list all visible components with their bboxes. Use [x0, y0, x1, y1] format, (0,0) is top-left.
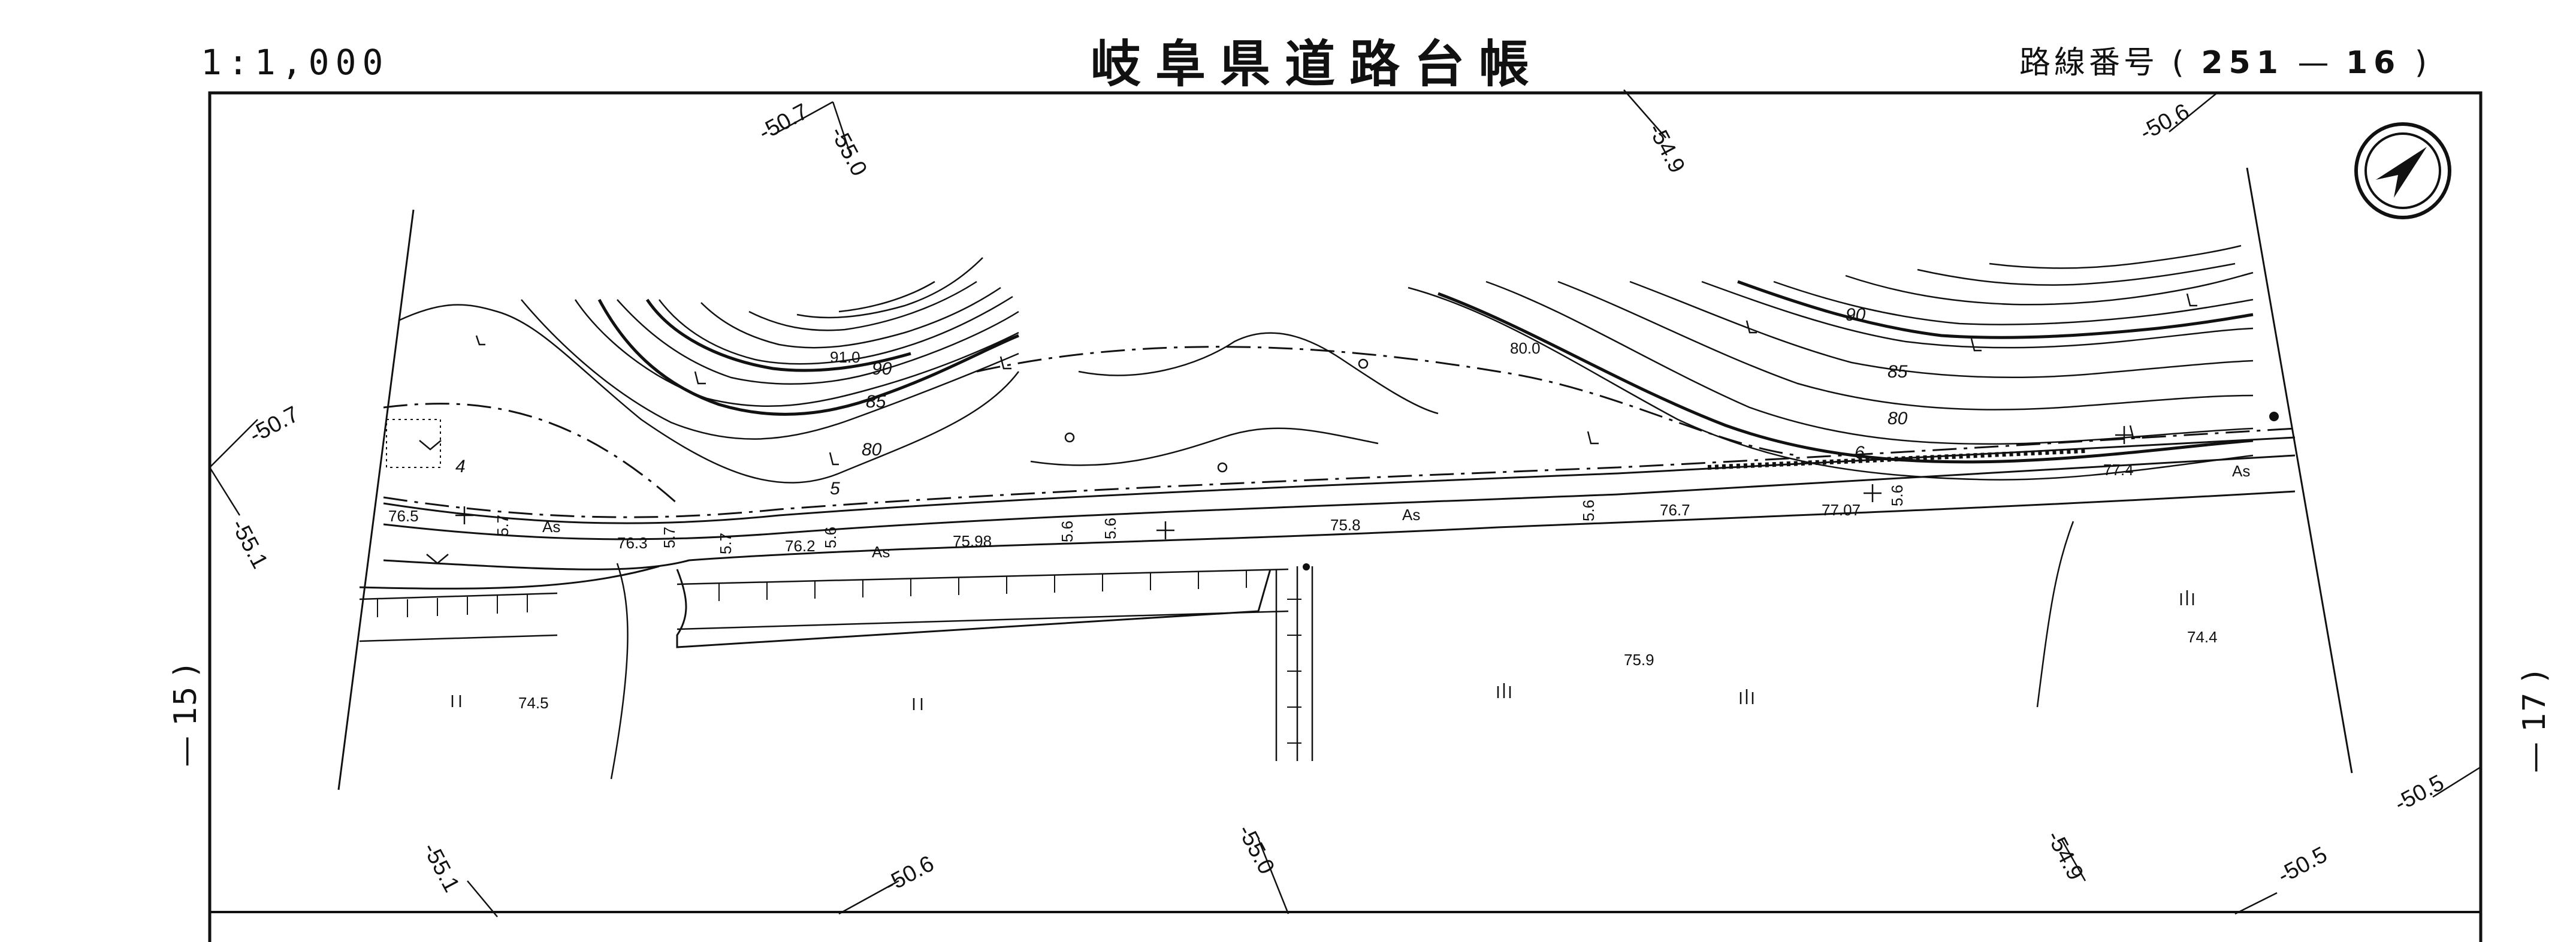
road-edges: [359, 436, 2296, 648]
route-open-paren: (: [2172, 45, 2188, 81]
right-sheet-ref: — 17 ): [2517, 670, 2553, 773]
spot-height: 74.5: [518, 694, 549, 712]
page-title: 岐阜県道路台帳: [1091, 35, 1544, 93]
surface-label: As: [2232, 462, 2250, 480]
contour-label: 90: [1846, 305, 1866, 325]
surface-label: As: [872, 543, 890, 561]
segment-label: 6: [1855, 443, 1865, 463]
road-width: 5.6: [822, 527, 839, 548]
survey-boundary-right: [2246, 167, 2353, 774]
edge-offset: -55.1: [418, 839, 464, 896]
segment-label: 5: [830, 479, 840, 499]
parcel-outline: [386, 419, 441, 468]
contour-label: 85: [1888, 362, 1908, 382]
survey-point-icon: [2269, 412, 2279, 421]
surface-label: As: [1402, 506, 1420, 524]
road-width: 5.6: [1101, 518, 1119, 539]
contour-label: 85: [866, 392, 886, 412]
edge-offset: -55.0: [1233, 821, 1279, 878]
north-arrow-icon: [2354, 122, 2451, 219]
edge-offset: -55.0: [825, 123, 872, 180]
spot-height: 74.4: [2187, 628, 2218, 646]
route-label: 路線番号: [2019, 45, 2159, 81]
edge-offset: -50.7: [755, 99, 813, 146]
route-number-value: 251: [2201, 45, 2284, 81]
spot-height: 76.2: [785, 537, 816, 555]
edge-offset: -55.1: [226, 515, 273, 573]
spot-height: 77.4: [2103, 461, 2134, 479]
edge-offset: -50.6: [881, 851, 938, 898]
road-width: 5.6: [1580, 500, 1597, 521]
index-contours: [597, 280, 2254, 464]
road-width: 5.6: [1058, 521, 1076, 542]
spot-height: 76.5: [388, 507, 419, 525]
map-frame: [208, 91, 2483, 942]
road-width: 5.6: [1888, 485, 1906, 506]
spot-height: 75.9: [1624, 651, 1654, 669]
map-symbols: [419, 293, 2197, 710]
edge-offset: -50.5: [2391, 770, 2448, 817]
segment-label: 4: [455, 457, 466, 476]
edge-offset: -50.7: [246, 401, 303, 448]
ditch-lines: [359, 521, 2074, 780]
ditch-ticks: [377, 570, 1301, 744]
survey-point-icon: [1303, 563, 1310, 570]
spot-height: 76.7: [1660, 501, 1690, 519]
edge-offset: -50.6: [2136, 99, 2194, 146]
road-width: 5.7: [717, 533, 735, 554]
route-close-paren: ): [2414, 45, 2431, 81]
spot-height: 75.8: [1330, 516, 1361, 534]
edge-offset: -54.9: [1643, 120, 1690, 177]
edge-offset: -50.5: [2274, 842, 2332, 889]
survey-boundary-left: [337, 209, 415, 790]
spot-height: 91.0: [830, 348, 860, 366]
spot-height: 77.07: [1822, 501, 1861, 519]
spot-height: 76.3: [617, 534, 648, 552]
map-scale: 1:1,000: [201, 42, 389, 83]
edge-leaders: [209, 89, 2481, 917]
surface-label: As: [542, 518, 560, 536]
road-centerline: [383, 346, 2296, 518]
guardrail: [1707, 448, 2086, 470]
road-width: 5.7: [494, 515, 512, 536]
contour-label: 90: [872, 359, 892, 379]
contour-label: 80: [1888, 409, 1908, 428]
route-dash: —: [2297, 45, 2333, 81]
road-width: 5.7: [660, 527, 678, 548]
spot-height: 80.0: [1510, 339, 1541, 357]
left-sheet-ref: — 15 ): [168, 664, 204, 767]
route-number: 路線番号 ( 251 — 16 ): [2019, 37, 2430, 82]
route-sheet-value: 16: [2345, 45, 2402, 81]
spot-height: 75.98: [953, 532, 992, 550]
edge-offset: -54.9: [2042, 827, 2088, 884]
contour-label: 80: [862, 440, 882, 460]
